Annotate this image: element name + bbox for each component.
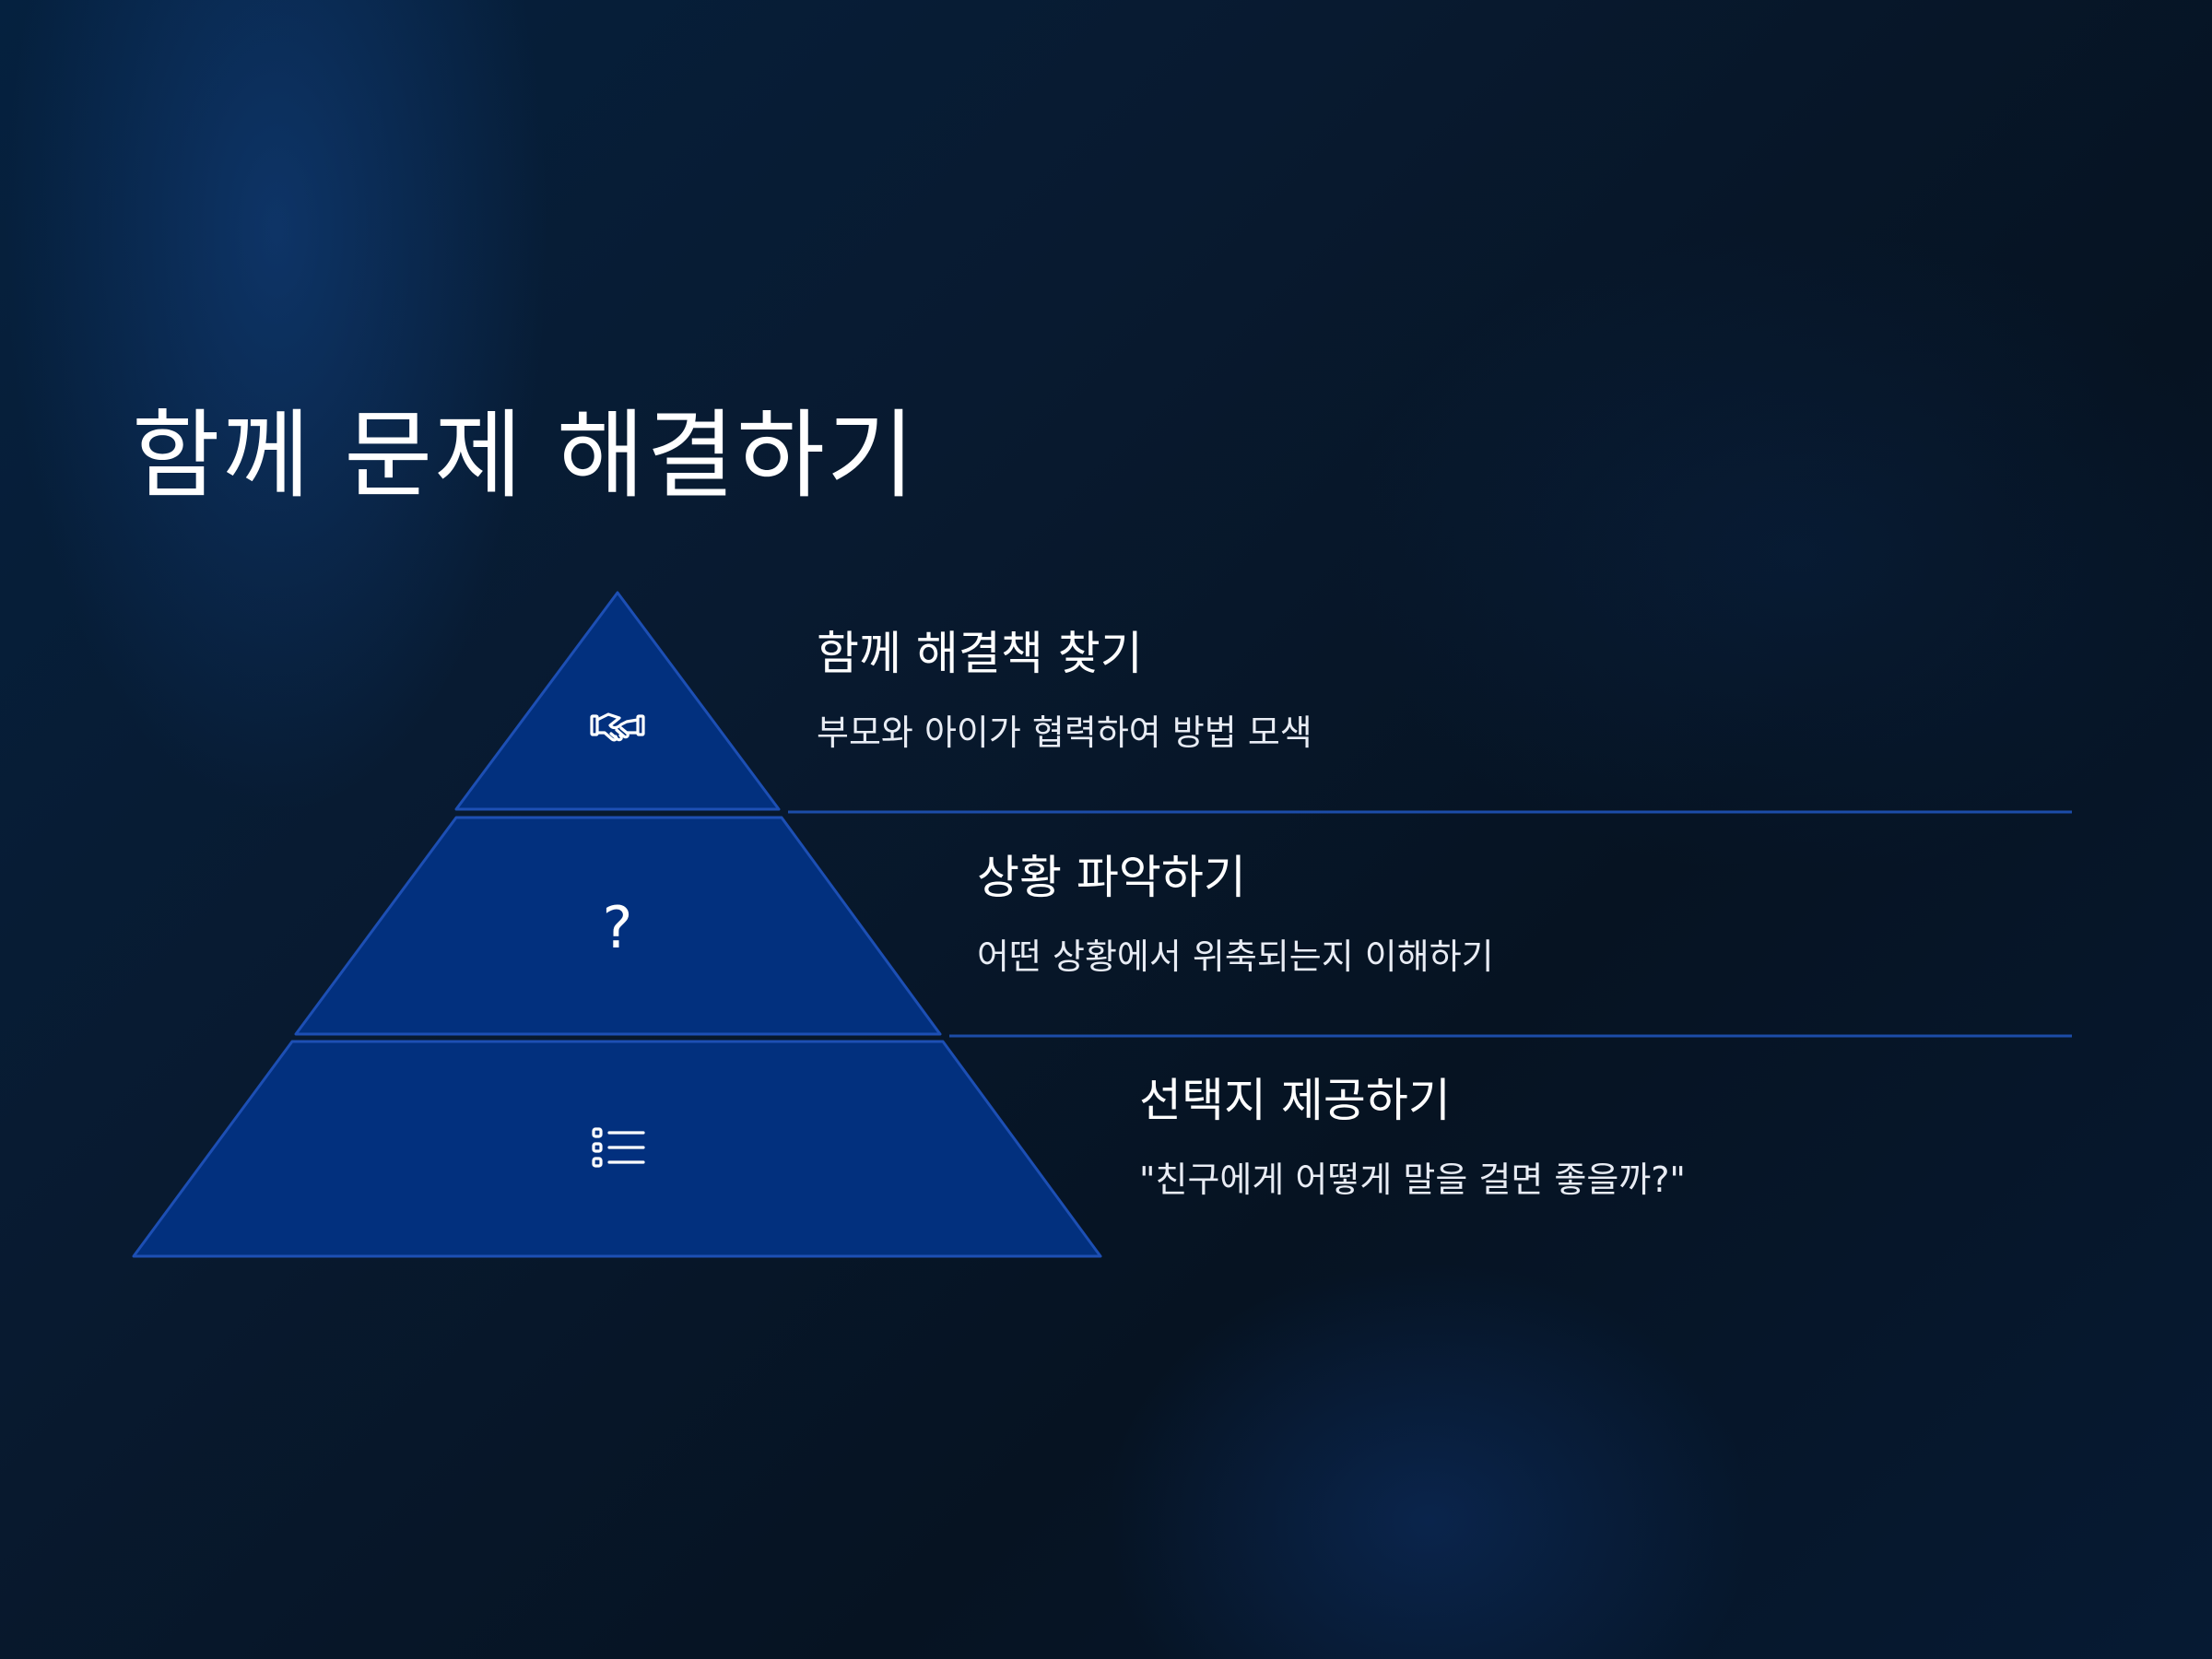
tier-middle-title: 상황 파악하기 xyxy=(977,851,1246,904)
tier-top-text: 함께 해결책 찾기 부모와 아이가 협력하여 방법 모색 xyxy=(817,626,1312,755)
tier-bottom-text: 선택지 제공하기 "친구에게 어떻게 말을 걸면 좋을까?" xyxy=(1139,1073,1686,1202)
pyramid-tier-middle xyxy=(294,816,942,1036)
handshake-icon xyxy=(590,712,645,742)
tier-middle-description: 어떤 상황에서 위축되는지 이해하기 xyxy=(977,936,1494,977)
list-icon xyxy=(592,1127,645,1168)
tier-top-description: 부모와 아이가 협력하여 방법 모색 xyxy=(817,712,1312,753)
tier-top-title: 함께 해결책 찾기 xyxy=(817,627,1143,680)
pyramid-tier-top xyxy=(454,591,781,811)
tier-middle-text: 상황 파악하기 어떤 상황에서 위축되는지 이해하기 xyxy=(977,850,1494,979)
tier-bottom-description: "친구에게 어떻게 말을 걸면 좋을까?" xyxy=(1139,1159,1686,1200)
question-icon: ? xyxy=(603,894,633,961)
page-title: 함께 문제 해결하기 xyxy=(132,399,917,512)
tier-bottom-title: 선택지 제공하기 xyxy=(1139,1074,1451,1127)
